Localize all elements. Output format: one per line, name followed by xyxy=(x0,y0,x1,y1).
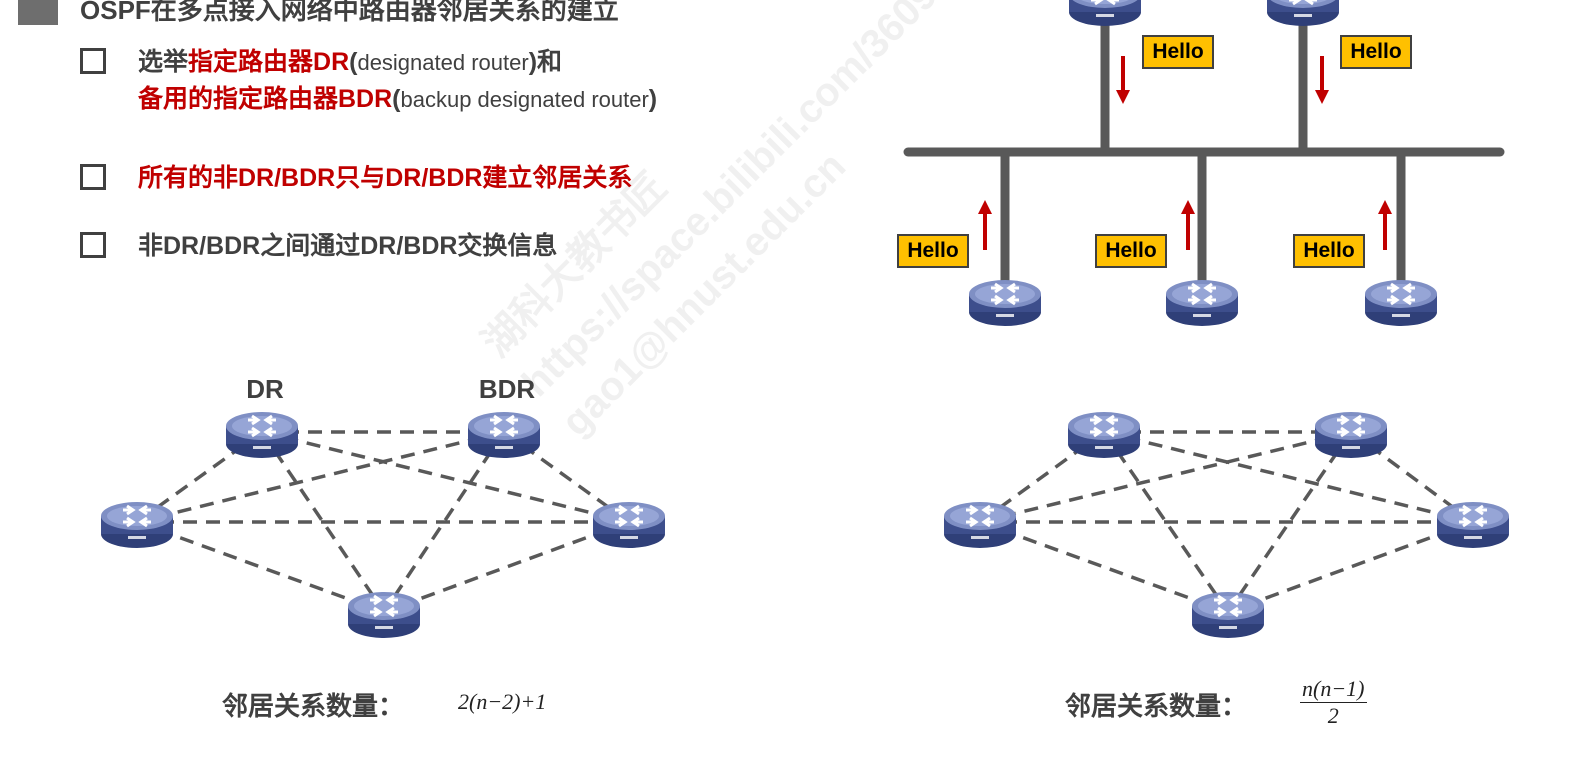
bullet-3-text: 非DR/BDR之间通过DR/BDR交换信息 xyxy=(138,232,558,260)
router-icon xyxy=(224,410,300,460)
router-icon xyxy=(346,590,422,640)
hello-box-top-2: Hello xyxy=(1340,35,1412,69)
bus-network xyxy=(903,0,1505,328)
heading-text: OSPF在多点接入网络中路由器邻居关系的建立 xyxy=(80,0,619,25)
left-count-label: 邻居关系数量： xyxy=(222,691,405,721)
checkbox-icon xyxy=(80,48,106,74)
arrow-down-icon xyxy=(1116,56,1130,104)
bullet-1-paren-open: ( xyxy=(349,48,358,76)
checkbox-icon xyxy=(80,232,106,258)
bdr-label: BDR xyxy=(479,374,536,404)
right-formula: n(n−1) 2 xyxy=(1300,676,1367,729)
bullet-1-seg1: 选举 xyxy=(138,48,189,76)
router-icon xyxy=(942,500,1018,550)
bullet-3: 非DR/BDR之间通过DR/BDR交换信息 xyxy=(80,228,557,264)
right-count-label: 邻居关系数量： xyxy=(1065,691,1248,721)
hello-box-bottom-2: Hello xyxy=(1095,234,1167,268)
router-icon xyxy=(1164,278,1240,328)
slide-heading: OSPF在多点接入网络中路由器邻居关系的建立 xyxy=(18,0,619,25)
hello-box-bottom-3: Hello xyxy=(1293,234,1365,268)
router-icon xyxy=(1435,500,1511,550)
bullet-1-paren-close: )和 xyxy=(528,48,563,76)
full-mesh-topology xyxy=(978,430,1475,614)
hello-box-top-1: Hello xyxy=(1142,35,1214,69)
right-formula-numerator: n(n−1) xyxy=(1300,676,1367,703)
arrow-up-icon xyxy=(1181,200,1195,250)
arrow-down-icon xyxy=(1315,56,1329,104)
bullet-1-paren2-open: ( xyxy=(392,85,401,113)
router-icon xyxy=(591,500,667,550)
bullet-1-dr-term: 指定路由器DR xyxy=(188,48,350,76)
checkbox-icon xyxy=(80,164,106,190)
right-formula-denominator: 2 xyxy=(1327,703,1339,728)
arrow-up-icon xyxy=(978,200,992,250)
router-icon xyxy=(1363,278,1439,328)
bullet-1-dr-english: designated router xyxy=(357,50,529,75)
dr-bdr-topology xyxy=(135,430,631,614)
router-icon xyxy=(1313,410,1389,460)
bullet-1-text: 选举指定路由器DR(designated router)和 备用的指定路由器BD… xyxy=(138,44,657,118)
bullet-1: 选举指定路由器DR(designated router)和 备用的指定路由器BD… xyxy=(80,44,657,118)
dr-label: DR xyxy=(246,374,284,404)
bullet-1-bdr-term: 备用的指定路由器BDR xyxy=(138,85,393,113)
bullet-2-text: 所有的非DR/BDR只与DR/BDR建立邻居关系 xyxy=(138,164,633,192)
router-icon xyxy=(99,500,175,550)
left-formula: 2(n−2)+1 xyxy=(458,689,547,714)
bullet-1-bdr-english: backup designated router xyxy=(400,87,649,112)
bullet-2: 所有的非DR/BDR只与DR/BDR建立邻居关系 xyxy=(80,160,632,196)
router-icon xyxy=(1066,410,1142,460)
bullet-1-paren2-close: ) xyxy=(648,85,658,113)
router-icon xyxy=(466,410,542,460)
hello-box-bottom-1: Hello xyxy=(897,234,969,268)
router-icon xyxy=(967,278,1043,328)
router-icon xyxy=(1067,0,1143,28)
router-icon xyxy=(1265,0,1341,28)
heading-bullet-square-icon xyxy=(18,0,58,25)
arrow-up-icon xyxy=(1378,200,1392,250)
router-icon xyxy=(1190,590,1266,640)
